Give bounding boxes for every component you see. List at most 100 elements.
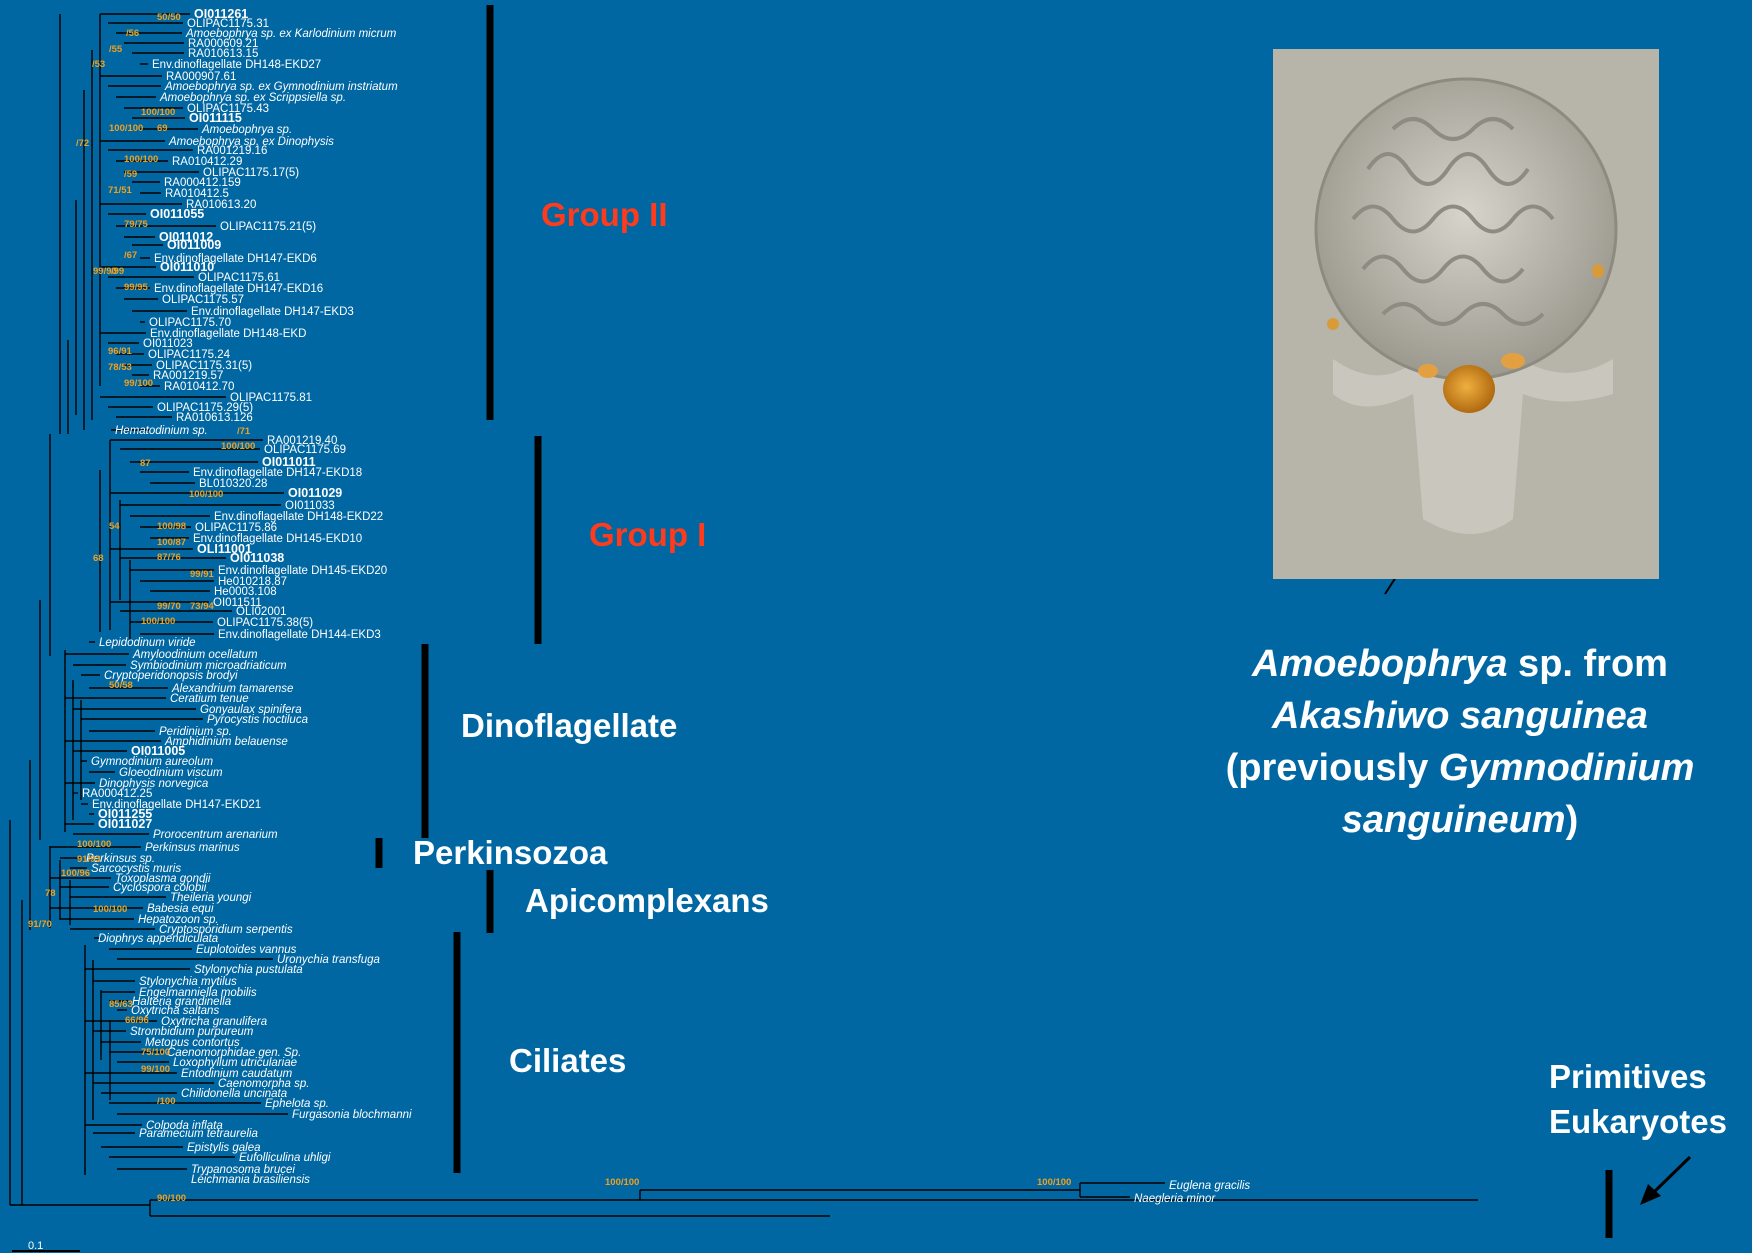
- bootstrap-value: 100/100: [124, 154, 158, 165]
- caption-sp-from: sp. from: [1508, 643, 1668, 685]
- bootstrap-value: 99/95: [124, 282, 148, 293]
- clade-bar: [487, 5, 494, 420]
- bootstrap-value: 100/100: [141, 616, 175, 627]
- clade-bar: [422, 644, 429, 838]
- caption-host: Akashiwo sanguinea: [1272, 695, 1648, 737]
- bootstrap-value: 78: [45, 888, 56, 899]
- tree-leaf-label: Eufolliculina uhligi: [239, 1152, 331, 1164]
- eukaryotes-label: Eukaryotes: [1549, 1103, 1727, 1141]
- bootstrap-value: 100/100: [189, 489, 223, 500]
- bootstrap-value: 79/75: [124, 219, 148, 230]
- tree-leaf-label: Hematodinium sp.: [115, 425, 208, 437]
- bootstrap-value: 100/100: [1037, 1177, 1071, 1188]
- bootstrap-value: 100/96: [61, 868, 90, 879]
- arrow-to-primitives: [1640, 1157, 1690, 1205]
- perkinsozoa-label: Perkinsozoa: [413, 834, 607, 872]
- caption-previously: (previously: [1226, 747, 1439, 789]
- bootstrap-value: /71: [237, 426, 251, 437]
- photo-caption: Amoebophrya sp. from Akashiwo sanguinea …: [1150, 638, 1752, 846]
- clade-bar: [454, 932, 461, 1173]
- caption-genus: Amoebophrya: [1252, 643, 1507, 685]
- caption-close: ): [1566, 799, 1579, 841]
- bootstrap-value: 78/53: [108, 362, 132, 373]
- bootstrap-value: 100/100: [605, 1177, 639, 1188]
- bootstrap-value: 100/87: [157, 537, 186, 548]
- bootstrap-value: 68: [93, 553, 104, 564]
- tree-leaf-label: Naegleria minor: [1134, 1193, 1216, 1205]
- bootstrap-value: 87: [140, 458, 151, 469]
- bootstrap-value: 99/91: [190, 569, 214, 580]
- tree-leaf-label: OI011029: [288, 486, 342, 500]
- bootstrap-value: /53: [92, 59, 105, 70]
- bootstrap-value: 100/100: [77, 839, 111, 850]
- bootstrap-value: 100/100: [221, 441, 255, 452]
- bootstrap-value: /55: [109, 44, 123, 55]
- bootstrap-value: 54: [109, 521, 120, 532]
- scale-bar-label: 0.1: [28, 1240, 43, 1252]
- amoebophrya-micrograph: [1273, 49, 1659, 579]
- bootstrap-value: /67: [124, 250, 137, 261]
- bootstrap-value: 100/100: [109, 123, 143, 134]
- bootstrap-value: /56: [126, 28, 139, 39]
- clade-bar: [376, 838, 383, 868]
- tree-leaf-labels: OI011261OLIPAC1175.31Amoebophrya sp. ex …: [82, 7, 1250, 1205]
- bootstrap-value: 71/51: [108, 185, 132, 196]
- bootstrap-value: 91/93: [77, 854, 101, 865]
- tree-leaf-label: Env.dinoflagellate DH148-EKD27: [152, 59, 321, 71]
- ciliates-label: Ciliates: [509, 1042, 626, 1080]
- tree-leaf-label: OLIPAC1175.57: [162, 294, 244, 306]
- tree-leaf-label: Pyrocystis noctiluca: [207, 714, 308, 726]
- scale-bar: 0.1: [12, 1240, 80, 1252]
- bootstrap-value: 85/63: [109, 999, 133, 1010]
- bootstrap-value: 100/100: [93, 904, 127, 915]
- tree-leaf-label: OI011038: [230, 551, 284, 565]
- bootstrap-value: 99/70: [157, 601, 181, 612]
- tree-leaf-label: Furgasonia blochmanni: [292, 1109, 412, 1121]
- caption-old-genus: Gymnodinium: [1439, 747, 1694, 789]
- group-i-label: Group I: [589, 516, 706, 554]
- tree-leaf-label: Env.dinoflagellate DH144-EKD3: [218, 629, 381, 641]
- bootstrap-value: 100/98: [157, 521, 186, 532]
- caption-old-species: sanguineum: [1342, 799, 1566, 841]
- bootstrap-value: 87/76: [157, 552, 181, 563]
- bootstrap-value: /99: [111, 266, 124, 277]
- tree-leaf-label: OI011115: [189, 111, 242, 125]
- bootstrap-value: 73/94: [190, 601, 214, 612]
- tree-leaf-label: Paramecium tetraurelia: [139, 1128, 258, 1140]
- tree-leaf-label: Amoebophrya sp.: [201, 124, 292, 136]
- tree-leaf-label: Perkinsus marinus: [145, 842, 240, 854]
- tree-leaf-label: OLIPAC1175.38(5): [217, 617, 313, 629]
- bootstrap-value: 90/100: [157, 1193, 186, 1204]
- bootstrap-value: 66/96: [125, 1015, 149, 1026]
- tree-leaf-label: Euglena gracilis: [1169, 1180, 1250, 1192]
- tree-leaf-label: OLIPAC1175.21(5): [220, 221, 316, 233]
- bootstrap-value: 69: [157, 123, 168, 134]
- bootstrap-value: 75/100: [141, 1047, 170, 1058]
- tree-leaf-label: RA010412.70: [164, 381, 234, 393]
- clade-bar: [1606, 1170, 1613, 1238]
- clade-bar: [535, 436, 542, 644]
- clade-bar: [487, 870, 494, 933]
- bootstrap-value: /59: [124, 169, 137, 180]
- tree-leaf-label: OI011027: [98, 817, 152, 831]
- tree-leaf-label: Stylonychia pustulata: [194, 964, 303, 976]
- bootstrap-value: /100: [157, 1096, 176, 1107]
- tree-leaf-label: OI011055: [150, 207, 204, 221]
- tree-leaf-label: Leichmania brasiliensis: [191, 1174, 310, 1186]
- bootstrap-value: 99/100: [124, 378, 153, 389]
- bootstrap-value: 99/100: [141, 1064, 170, 1075]
- bootstrap-value: 96/91: [108, 346, 132, 357]
- tree-leaf-label: Lepidodinum viride: [99, 637, 196, 649]
- micrograph-drawing: [1273, 49, 1659, 579]
- tree-leaf-label: OI011009: [167, 238, 221, 252]
- apicomplexans-label: Apicomplexans: [525, 882, 769, 920]
- bootstrap-value: /72: [76, 138, 89, 149]
- tree-leaf-label: RA010613.126: [176, 412, 253, 424]
- bootstrap-value: 91/70: [28, 919, 52, 930]
- bootstrap-value: 50/58: [109, 680, 133, 691]
- tree-leaf-label: Prorocentrum arenarium: [153, 829, 278, 841]
- primitives-label: Primitives: [1549, 1058, 1707, 1096]
- bootstrap-value: 50/50: [157, 12, 181, 23]
- bootstrap-value: 100/100: [141, 107, 175, 118]
- group-ii-label: Group II: [541, 196, 668, 234]
